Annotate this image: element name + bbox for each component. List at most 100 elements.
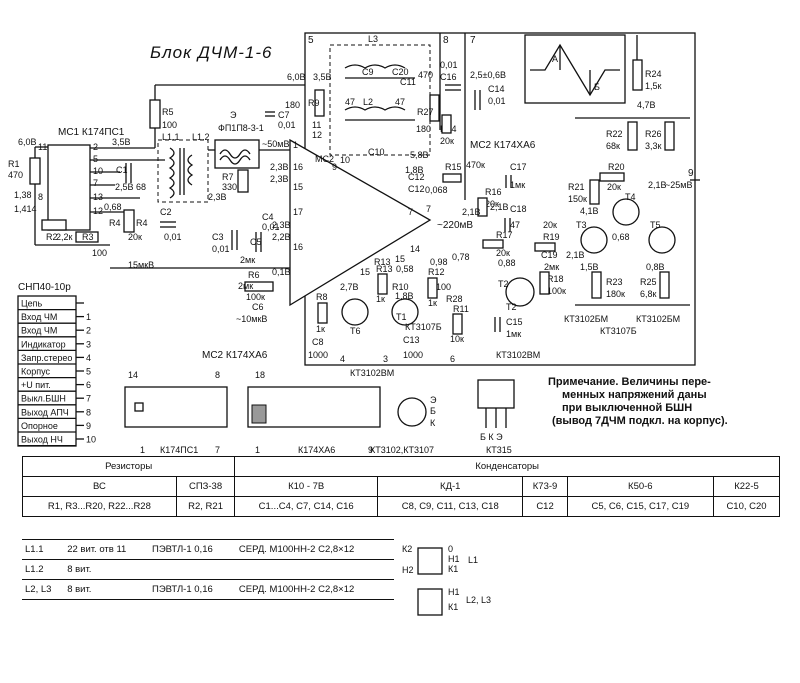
svg-text:10к: 10к xyxy=(450,334,464,344)
transistor-t3 xyxy=(580,226,608,254)
svg-text:C6: C6 xyxy=(252,302,264,312)
svg-text:0,98: 0,98 xyxy=(430,257,448,267)
svg-text:2,1В: 2,1В xyxy=(648,180,667,190)
transistor-t4 xyxy=(612,198,640,226)
svg-text:К1: К1 xyxy=(448,602,458,612)
svg-text:МС2: МС2 xyxy=(315,154,334,164)
resistor-r3 xyxy=(75,231,99,243)
svg-text:11: 11 xyxy=(312,120,321,130)
svg-text:180: 180 xyxy=(285,100,300,110)
svg-text:330: 330 xyxy=(222,182,237,192)
svg-text:C16: C16 xyxy=(440,72,457,82)
svg-text:R16: R16 xyxy=(485,187,502,197)
svg-text:20к: 20к xyxy=(485,199,499,209)
svg-text:0,1В: 0,1В xyxy=(272,267,291,277)
svg-text:A: A xyxy=(552,54,558,64)
svg-text:2,7В: 2,7В xyxy=(340,282,359,292)
connector-row-label: Запр.стерео xyxy=(21,353,72,363)
svg-text:3,5В: 3,5В xyxy=(313,72,332,82)
label-pkg-k174xa6: К174ХА6 xyxy=(298,445,335,455)
svg-text:2,3В: 2,3В xyxy=(270,162,289,172)
connector-row-pin: 8 xyxy=(86,407,91,417)
label-pkg-kt3102: КТ3102,КТ3107 xyxy=(370,445,434,455)
svg-text:1: 1 xyxy=(293,140,298,150)
svg-text:7: 7 xyxy=(426,204,431,214)
svg-text:4,7В: 4,7В xyxy=(637,100,656,110)
connector-row-label: Цепь xyxy=(21,299,43,309)
resistor-r24 xyxy=(632,59,643,91)
svg-text:C20: C20 xyxy=(392,67,409,77)
svg-text:КТ3107Б: КТ3107Б xyxy=(405,322,442,332)
package-k174xa6 xyxy=(247,386,381,428)
resistor-r13 xyxy=(377,273,388,295)
svg-text:~50мВ: ~50мВ xyxy=(262,139,289,149)
svg-text:100: 100 xyxy=(436,282,451,292)
svg-text:16: 16 xyxy=(293,162,303,172)
svg-text:C1: C1 xyxy=(116,165,128,175)
svg-text:5,8В: 5,8В xyxy=(410,150,429,160)
svg-text:R13: R13 xyxy=(374,257,391,267)
connector-title: СНП40-10р xyxy=(18,282,71,293)
svg-text:15: 15 xyxy=(395,254,405,264)
svg-text:2мк: 2мк xyxy=(238,281,253,291)
svg-text:5: 5 xyxy=(93,154,98,164)
svg-text:20к: 20к xyxy=(496,248,510,258)
svg-text:4: 4 xyxy=(340,354,345,364)
svg-text:1,5к: 1,5к xyxy=(645,81,662,91)
svg-text:6: 6 xyxy=(450,354,455,364)
coils-table: L1.1 22 вит. отв 11 ПЭВТЛ-1 0,16 СЕРД. М… xyxy=(22,539,394,600)
connector-row-label: Корпус xyxy=(21,367,51,377)
package-kt315 xyxy=(477,379,515,409)
svg-text:R22: R22 xyxy=(606,129,623,139)
svg-text:T1: T1 xyxy=(396,312,407,322)
svg-text:C2: C2 xyxy=(160,207,172,217)
svg-text:8: 8 xyxy=(215,370,220,380)
svg-text:R26: R26 xyxy=(645,129,662,139)
chip-mc2-amplifier xyxy=(289,138,432,307)
svg-text:1,414: 1,414 xyxy=(14,204,37,214)
resistor-r2 xyxy=(41,219,67,231)
connector-row-pin: 10 xyxy=(86,435,96,445)
resistor-r14 xyxy=(441,114,452,134)
svg-text:T2: T2 xyxy=(506,302,517,312)
resistor-r23 xyxy=(591,271,602,299)
svg-text:2: 2 xyxy=(93,142,98,152)
svg-text:~10мкВ: ~10мкВ xyxy=(236,314,267,324)
resistor-r12 xyxy=(427,277,438,299)
svg-text:T3: T3 xyxy=(576,220,587,230)
connector-row-pin: 5 xyxy=(86,367,91,377)
svg-text:16: 16 xyxy=(293,242,303,252)
coil-l1-2 xyxy=(187,154,194,186)
svg-text:9: 9 xyxy=(688,168,694,179)
table-row: L1.2 8 вит. xyxy=(22,559,394,580)
svg-text:C19: C19 xyxy=(541,250,558,260)
svg-text:0,01: 0,01 xyxy=(212,244,230,254)
svg-text:C3: C3 xyxy=(212,232,224,242)
waveform-inset xyxy=(524,34,626,104)
svg-text:L2: L2 xyxy=(363,97,373,107)
svg-text:100: 100 xyxy=(162,120,177,130)
svg-text:0,01: 0,01 xyxy=(164,232,182,242)
svg-text:R24: R24 xyxy=(645,69,662,79)
svg-text:9: 9 xyxy=(332,162,337,172)
waveform-curve xyxy=(530,43,620,97)
svg-text:100к: 100к xyxy=(547,286,566,296)
package-kt3102 xyxy=(397,397,427,427)
resistor-r18 xyxy=(539,271,550,295)
svg-text:R20: R20 xyxy=(608,162,625,172)
resistor-r9 xyxy=(314,89,325,117)
svg-text:R1: R1 xyxy=(8,159,20,169)
svg-text:470: 470 xyxy=(8,170,23,180)
svg-text:0,01: 0,01 xyxy=(278,120,296,130)
svg-text:14: 14 xyxy=(128,370,138,380)
svg-text:C18: C18 xyxy=(510,204,527,214)
resistor-r21 xyxy=(589,179,600,205)
svg-text:2,5±0,6В: 2,5±0,6В xyxy=(470,70,506,80)
svg-text:0,01: 0,01 xyxy=(488,96,506,106)
svg-text:КТ3102ВМ: КТ3102ВМ xyxy=(350,368,394,378)
svg-text:12: 12 xyxy=(312,130,322,140)
svg-text:1,8В: 1,8В xyxy=(405,165,424,175)
connector-row-label: Выход НЧ xyxy=(21,435,63,445)
svg-text:2,2к: 2,2к xyxy=(56,232,73,242)
